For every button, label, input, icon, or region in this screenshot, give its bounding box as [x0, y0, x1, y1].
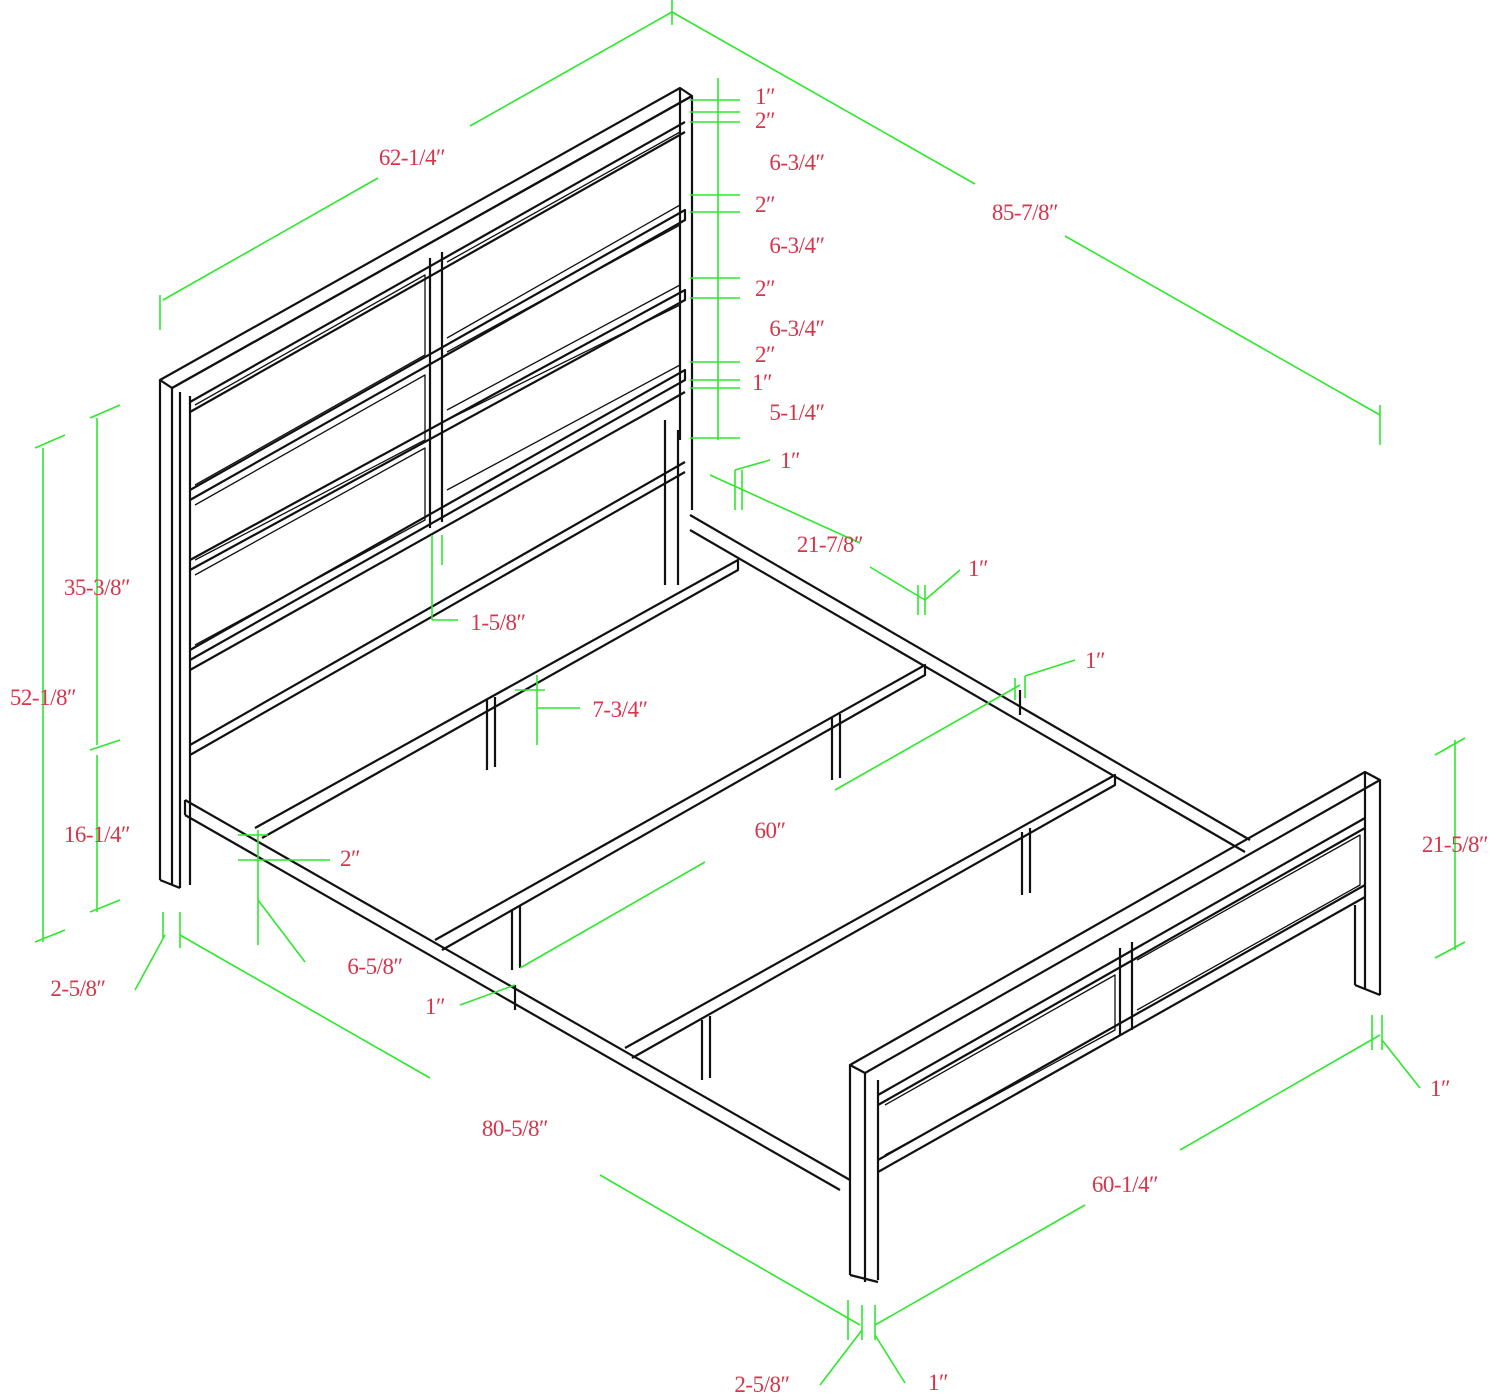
slat-spacing-label: 5-1/4″ [769, 400, 824, 425]
headboard [158, 86, 694, 890]
upper-height-label: 35-3/8″ [64, 575, 130, 600]
overall-length-label: 85-7/8″ [992, 200, 1058, 225]
dimension-lines [34, 0, 1466, 1386]
support-leg-label: 7-3/4″ [592, 697, 647, 722]
inner-width-tick-label: 1″ [1085, 648, 1105, 673]
center-post-label: 1-5/8″ [470, 610, 525, 635]
right-rail-thickness-label: 1″ [780, 448, 800, 473]
lower-height-label: 16-1/4″ [64, 822, 130, 847]
dimension-labels: 62-1/4″ 85-7/8″ 1″ 2″ 6-3/4″ 2″ 6-3/4″ 2… [10, 84, 1489, 1397]
right-rail-offset-label: 21-7/8″ [797, 532, 863, 557]
slat-spacing-label: 6-3/4″ [769, 150, 824, 175]
slat-spacing-label: 2″ [755, 108, 775, 133]
headboard-width-label: 62-1/4″ [379, 145, 445, 170]
right-rail-thickness-2-label: 1″ [968, 556, 988, 581]
footboard-post-thickness-label: 1″ [928, 1370, 948, 1395]
slat-spacing-label: 2″ [755, 276, 775, 301]
footboard-post-depth-label: 2-5/8″ [734, 1372, 789, 1397]
side-rails [183, 514, 1251, 1191]
inner-width-label: 60″ [754, 818, 785, 843]
total-height-label: 52-1/8″ [10, 685, 76, 710]
footboard [848, 770, 1382, 1284]
slat-spacing-label: 2″ [755, 192, 775, 217]
headboard-post-depth-label: 2-5/8″ [50, 976, 105, 1001]
side-rail-drop-label: 6-5/8″ [347, 954, 402, 979]
slat-spacing-label: 1″ [755, 84, 775, 109]
left-rail-thickness-label: 1″ [425, 994, 445, 1019]
slat-spacing-label: 6-3/4″ [769, 316, 824, 341]
slat-spacing-label: 1″ [752, 370, 772, 395]
footboard-width-label: 60-1/4″ [1092, 1172, 1158, 1197]
bed-frame-drawing [158, 86, 1382, 1284]
rail-length-label: 80-5/8″ [482, 1116, 548, 1141]
slat-spacing-label: 2″ [755, 342, 775, 367]
footboard-height-label: 21-5/8″ [1422, 832, 1488, 857]
slats [254, 558, 1117, 1080]
side-rail-height-label: 2″ [340, 846, 360, 871]
slat-spacing-label: 6-3/4″ [769, 233, 824, 258]
footboard-thickness-label: 1″ [1430, 1076, 1450, 1101]
